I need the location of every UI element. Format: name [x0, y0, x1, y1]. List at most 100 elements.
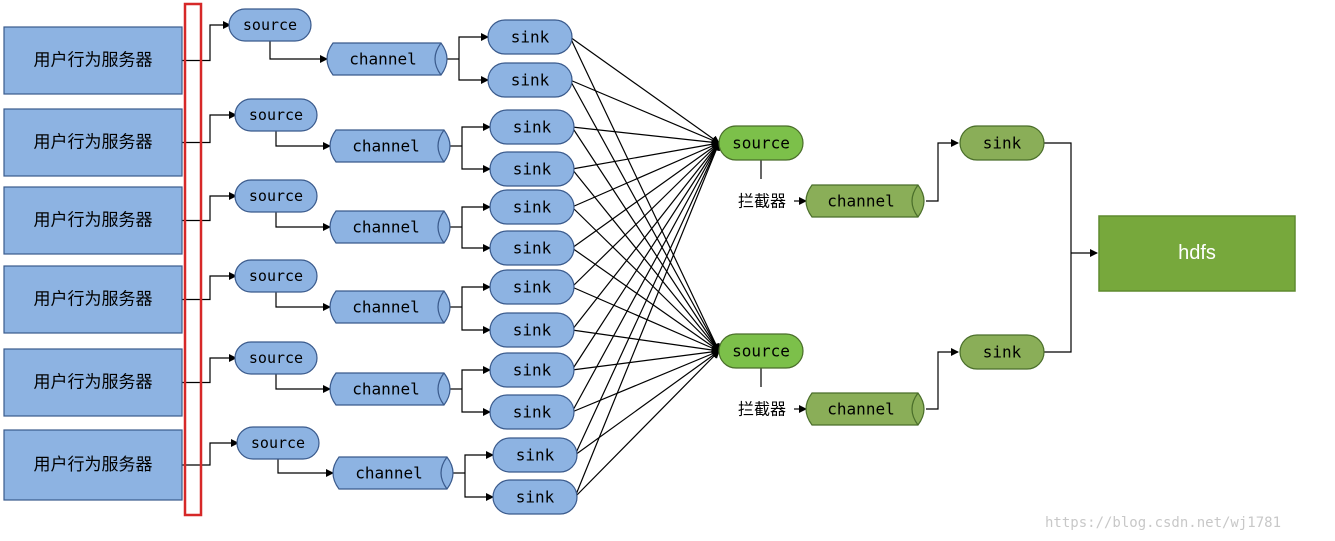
collector-1-channel: channel	[805, 184, 925, 218]
user-behavior-server-5-label: 用户行为服务器	[34, 373, 153, 393]
agent-5-sink-1: sink	[489, 352, 575, 388]
server-to-source-2	[182, 111, 237, 144]
fan-10-to-collector-2	[571, 349, 720, 413]
agent-3-channel-label: channel	[352, 218, 419, 237]
collector-1-sink-shape	[959, 125, 1045, 161]
agent-1-sink-2-shape	[487, 62, 573, 98]
agent-5-source-shape	[234, 341, 318, 375]
source-to-channel-2	[275, 131, 331, 150]
agent-3-sink-2-label: sink	[513, 239, 552, 258]
agent-5-channel: channel	[329, 372, 451, 406]
agent-4-sink-1: sink	[489, 269, 575, 305]
collector-1-channel-label: channel	[827, 192, 894, 211]
collector-1-channel-to-sink	[926, 139, 959, 202]
hdfs-box	[1098, 215, 1296, 292]
hdfs-storage: hdfs	[1098, 215, 1296, 292]
user-behavior-server-5	[3, 348, 183, 417]
fan-12-to-collector-2	[574, 350, 720, 498]
agent-2-sink-1-label: sink	[513, 118, 552, 137]
agent-4-sink-1-shape	[489, 269, 575, 305]
agent-6-sink-2-shape	[492, 479, 578, 515]
agent-4-sink-2: sink	[489, 312, 575, 348]
user-behavior-server-6-label: 用户行为服务器	[34, 455, 153, 475]
agent-6-sink-2: sink	[492, 479, 578, 515]
collector-2-channel-end	[911, 392, 919, 426]
agent-3-sink-2: sink	[489, 230, 575, 266]
agent-2-sink-2-label: sink	[513, 160, 552, 179]
fan-1-to-collector-2	[569, 36, 720, 352]
agent-1-source: source	[228, 8, 312, 42]
collector-1-source-label: source	[732, 134, 790, 153]
agent-4-source-label: source	[249, 267, 303, 285]
fan-10-to-collector-1	[571, 142, 720, 413]
channel-to-sink-a-4	[461, 283, 491, 307]
fan-2-to-collector-1	[569, 79, 720, 144]
collector-2-channel-to-sink	[926, 348, 959, 410]
collector-2-source-shape	[718, 333, 804, 369]
source-to-channel-1	[269, 41, 328, 63]
collector-2-interceptor: 拦截器	[738, 400, 786, 419]
server-to-source-6	[182, 439, 239, 466]
servers-bracket	[183, 2, 203, 517]
collector-2-sink: sink	[959, 334, 1045, 370]
agent-1-source-shape	[228, 8, 312, 42]
fan-7-to-collector-1	[571, 142, 720, 288]
channel-to-sink-b-5	[461, 389, 491, 416]
channel-to-sink-b-6	[464, 473, 494, 501]
agent-3-source-label: source	[249, 187, 303, 205]
channel-to-sink-a-5	[461, 366, 491, 389]
collector-2-sink-label: sink	[983, 343, 1022, 362]
agent-1-sink-1: sink	[487, 19, 573, 55]
collector-1-sink: sink	[959, 125, 1045, 161]
channel-to-sink-a-2	[461, 123, 491, 146]
fan-11-to-collector-1	[574, 142, 720, 456]
fan-6-to-collector-2	[571, 247, 720, 352]
user-behavior-server-3	[3, 186, 183, 255]
agent-3-sink-1: sink	[489, 189, 575, 225]
agent-5-sink-2-shape	[489, 394, 575, 430]
fan-8-to-collector-1	[571, 142, 720, 331]
agent-3-sink-1-shape	[489, 189, 575, 225]
agent-5-source: source	[234, 341, 318, 375]
agent-3-source-shape	[234, 179, 318, 213]
agent-5-sink-1-shape	[489, 352, 575, 388]
fan-5-to-collector-2	[571, 206, 720, 352]
channel-to-sink-a-6	[464, 451, 494, 473]
agent-2-channel: channel	[329, 129, 451, 163]
fan-12-to-collector-1	[574, 142, 721, 498]
agent-5-channel-label: channel	[352, 380, 419, 399]
fan-3-to-collector-2	[571, 126, 720, 352]
agent-4-sink-2-shape	[489, 312, 575, 348]
agent-1-channel-label: channel	[349, 50, 416, 69]
collector-1-source: source	[718, 125, 804, 161]
collector-2-sink-shape	[959, 334, 1045, 370]
collector-2-source-label: source	[732, 342, 790, 361]
agent-4-channel-label: channel	[352, 298, 419, 317]
server-to-source-4	[182, 272, 237, 301]
agent-3-channel-end	[437, 210, 445, 244]
user-behavior-server-4-label: 用户行为服务器	[34, 290, 153, 310]
agent-3-source: source	[234, 179, 318, 213]
agent-2-source: source	[234, 98, 318, 132]
agent-5-sink-1-label: sink	[513, 361, 552, 380]
collector-sinks-merge	[1044, 142, 1072, 353]
collector-1-interceptor: 拦截器	[738, 192, 786, 211]
agent-6-channel-end	[440, 456, 448, 490]
user-behavior-server-4	[3, 265, 183, 334]
agent-1-source-label: source	[243, 16, 297, 34]
agent-2-source-shape	[234, 98, 318, 132]
agent-1-sink-2: sink	[487, 62, 573, 98]
agent-5-sink-2: sink	[489, 394, 575, 430]
agent-4-channel: channel	[329, 290, 451, 324]
channel-to-sink-b-4	[461, 307, 491, 334]
agent-6-channel-label: channel	[355, 464, 422, 483]
fan-1-to-collector-1	[569, 36, 720, 144]
channel-to-sink-a-1	[458, 33, 489, 59]
agent-6-sink-2-label: sink	[516, 488, 555, 507]
agent-2-sink-1-shape	[489, 109, 575, 145]
agent-2-source-label: source	[249, 106, 303, 124]
agent-6-channel: channel	[332, 456, 454, 490]
agent-4-sink-2-label: sink	[513, 321, 552, 340]
server-to-source-3	[182, 192, 237, 222]
